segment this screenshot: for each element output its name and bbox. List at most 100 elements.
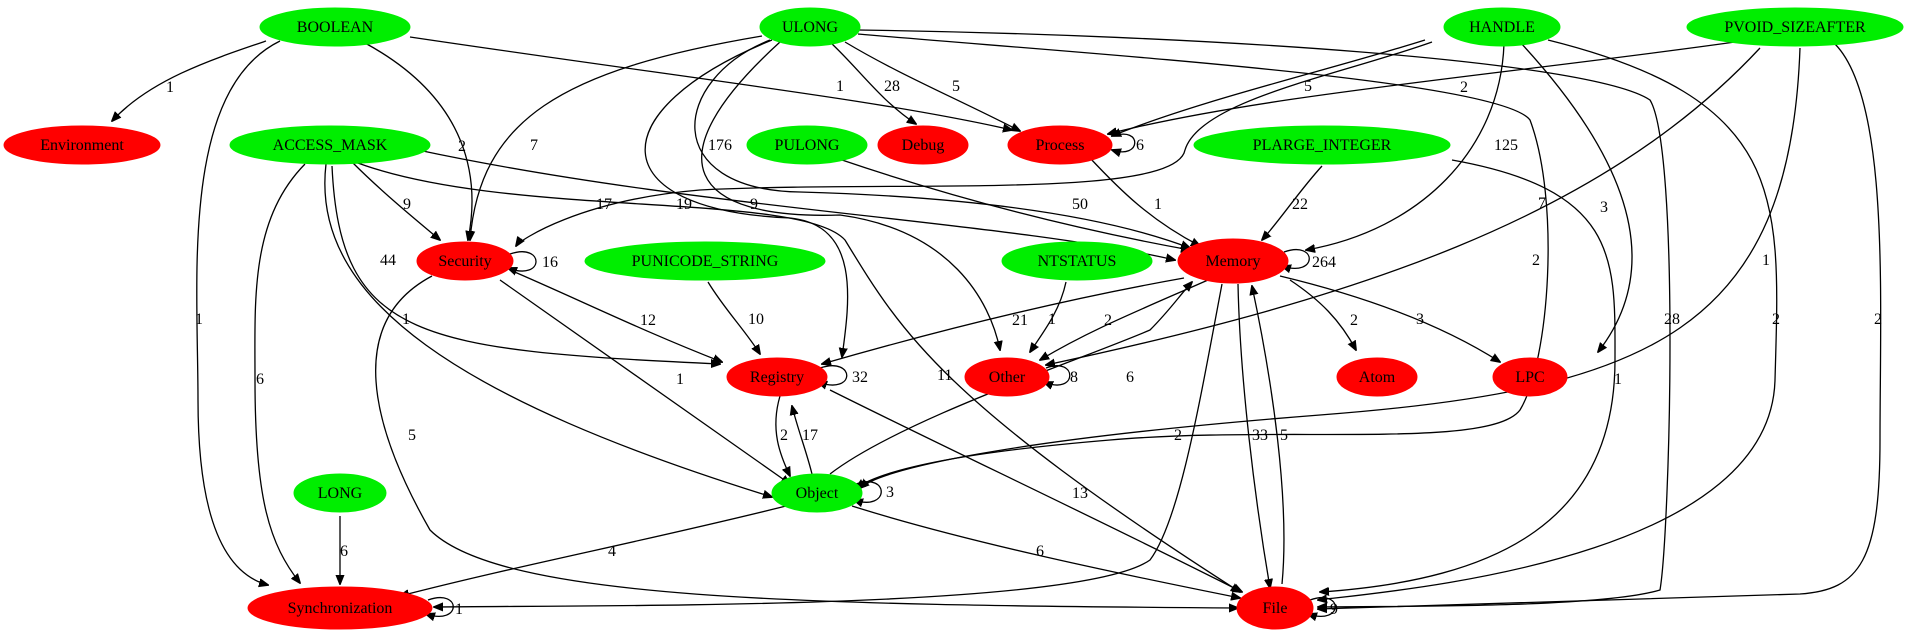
node-atom[interactable]: Atom bbox=[1336, 357, 1418, 397]
edge-label-pvoid-object: 1 bbox=[1762, 252, 1770, 269]
edge-other-self bbox=[1044, 365, 1071, 385]
edge-pvoid-process bbox=[1108, 41, 1736, 134]
node-synchronization[interactable]: Synchronization bbox=[247, 586, 433, 630]
edge-label-boolean-environment: 1 bbox=[166, 79, 174, 96]
edge-label-memory-file: 33 bbox=[1252, 427, 1268, 444]
edge-label-pvoid-other: 7 bbox=[1538, 195, 1546, 212]
node-environment[interactable]: Environment bbox=[3, 125, 161, 165]
edge-label-memory-registry: 21 bbox=[1012, 312, 1028, 329]
node-access-mask-label: ACCESS_MASK bbox=[273, 137, 388, 154]
edge-handle-process bbox=[1112, 39, 1426, 136]
node-pulong[interactable]: PULONG bbox=[746, 125, 868, 165]
node-punicode-string-label: PUNICODE_STRING bbox=[632, 253, 779, 270]
node-process-label: Process bbox=[1036, 137, 1085, 154]
edge-access-registry bbox=[331, 165, 720, 364]
node-security-label: Security bbox=[438, 253, 491, 270]
edge-label-memory-synchronization: 2 bbox=[1174, 427, 1182, 444]
edge-boolean-security bbox=[364, 42, 472, 240]
node-registry[interactable]: Registry bbox=[726, 357, 828, 397]
edge-ulong-other bbox=[701, 41, 1000, 350]
node-process[interactable]: Process bbox=[1007, 125, 1113, 165]
node-registry-label: Registry bbox=[750, 369, 804, 386]
node-lpc[interactable]: LPC bbox=[1492, 357, 1568, 397]
edge-label-security-self: 16 bbox=[542, 254, 558, 271]
edge-label-long-synchronization: 6 bbox=[340, 543, 348, 560]
edge-security-object bbox=[499, 279, 790, 484]
edge-label-object-registry: 17 bbox=[802, 427, 818, 444]
edge-label-process-memory: 1 bbox=[1154, 196, 1162, 213]
edge-label-process-self: 6 bbox=[1136, 137, 1144, 154]
node-memory[interactable]: Memory bbox=[1177, 238, 1289, 284]
edge-access-object bbox=[324, 163, 772, 497]
edge-label-handle-file: 2 bbox=[1772, 311, 1780, 328]
edge-memory-atom bbox=[1289, 279, 1356, 350]
edge-label-registry-file: 13 bbox=[1072, 485, 1088, 502]
edge-security-self bbox=[508, 251, 537, 271]
node-lpc-label: LPC bbox=[1515, 369, 1544, 386]
edge-security-registry bbox=[509, 269, 722, 362]
edge-ntstatus-other bbox=[1030, 281, 1067, 352]
edge-label-handle-memory: 125 bbox=[1494, 137, 1518, 154]
node-security[interactable]: Security bbox=[416, 241, 514, 281]
edge-label-ulong-other: 9 bbox=[750, 196, 758, 213]
node-handle[interactable]: HANDLE bbox=[1443, 7, 1561, 47]
node-pvoid-sizeafter[interactable]: PVOID_SIZEAFTER bbox=[1686, 7, 1904, 47]
edge-ulong-registry bbox=[644, 39, 849, 357]
node-plarge-integer-label: PLARGE_INTEGER bbox=[1253, 137, 1392, 154]
edge-memory-file bbox=[1237, 283, 1270, 588]
edge-pulong-memory bbox=[841, 159, 1190, 250]
edge-memory-synchronization bbox=[434, 283, 1223, 607]
edge-object-memory bbox=[829, 282, 1192, 475]
edge-memory-registry bbox=[822, 277, 1185, 364]
edge-label-pulong-memory: 50 bbox=[1072, 196, 1088, 213]
node-file[interactable]: File bbox=[1236, 586, 1314, 630]
edge-plarge-file bbox=[1320, 159, 1616, 592]
edge-label-memory-lpc: 3 bbox=[1416, 311, 1424, 328]
edge-handle-security bbox=[516, 41, 1433, 246]
node-debug[interactable]: Debug bbox=[877, 125, 969, 165]
edge-security-file bbox=[375, 275, 1238, 608]
edge-ulong-memory bbox=[694, 39, 1190, 248]
node-memory-label: Memory bbox=[1205, 253, 1260, 270]
node-boolean[interactable]: BOOLEAN bbox=[259, 7, 411, 47]
edge-access-security bbox=[351, 161, 440, 240]
edge-label-object-synchronization: 4 bbox=[608, 543, 616, 560]
edge-label-plarge-memory: 22 bbox=[1292, 196, 1308, 213]
edge-object-synchronization bbox=[400, 505, 787, 596]
node-access-mask[interactable]: ACCESS_MASK bbox=[229, 125, 431, 165]
edge-label-access-object: 1 bbox=[402, 311, 410, 328]
node-other-label: Other bbox=[989, 369, 1026, 386]
edge-boolean-synchronization bbox=[196, 40, 281, 585]
edge-label-memory-self: 264 bbox=[1312, 254, 1336, 271]
edge-label-ulong-registry: 19 bbox=[676, 196, 692, 213]
edge-file-self bbox=[1308, 597, 1336, 617]
node-ntstatus[interactable]: NTSTATUS bbox=[1001, 241, 1153, 281]
node-file-label: File bbox=[1263, 600, 1288, 617]
edge-ulong-file bbox=[857, 29, 1671, 607]
edge-label-synchronization-self: 1 bbox=[455, 601, 463, 618]
node-debug-label: Debug bbox=[902, 137, 945, 154]
node-other[interactable]: Other bbox=[964, 357, 1050, 397]
edge-plarge-memory bbox=[1262, 165, 1323, 240]
node-object[interactable]: Object bbox=[771, 473, 863, 513]
edge-synchronization-self bbox=[426, 597, 454, 617]
node-long[interactable]: LONG bbox=[293, 473, 387, 513]
edge-label-ntstatus-other: 1 bbox=[1048, 311, 1056, 328]
edge-label-punicode-registry: 10 bbox=[748, 311, 764, 328]
node-atom-label: Atom bbox=[1359, 369, 1396, 386]
node-plarge-integer[interactable]: PLARGE_INTEGER bbox=[1193, 125, 1451, 165]
edge-label-pvoid-file: 2 bbox=[1874, 311, 1882, 328]
edge-label-security-registry: 12 bbox=[640, 312, 656, 329]
edge-object-self bbox=[854, 481, 882, 503]
node-pulong-label: PULONG bbox=[775, 137, 840, 154]
node-punicode-string[interactable]: PUNICODE_STRING bbox=[584, 241, 826, 281]
edge-label-pvoid-process: 2 bbox=[1460, 79, 1468, 96]
edge-registry-object bbox=[775, 395, 790, 476]
edge-label-ulong-security: 7 bbox=[530, 137, 538, 154]
node-ulong[interactable]: ULONG bbox=[759, 7, 861, 47]
edge-handle-file bbox=[1318, 39, 1778, 600]
node-boolean-label: BOOLEAN bbox=[297, 19, 374, 36]
edge-boolean-environment bbox=[112, 40, 267, 121]
edge-label-access-security: 9 bbox=[403, 196, 411, 213]
